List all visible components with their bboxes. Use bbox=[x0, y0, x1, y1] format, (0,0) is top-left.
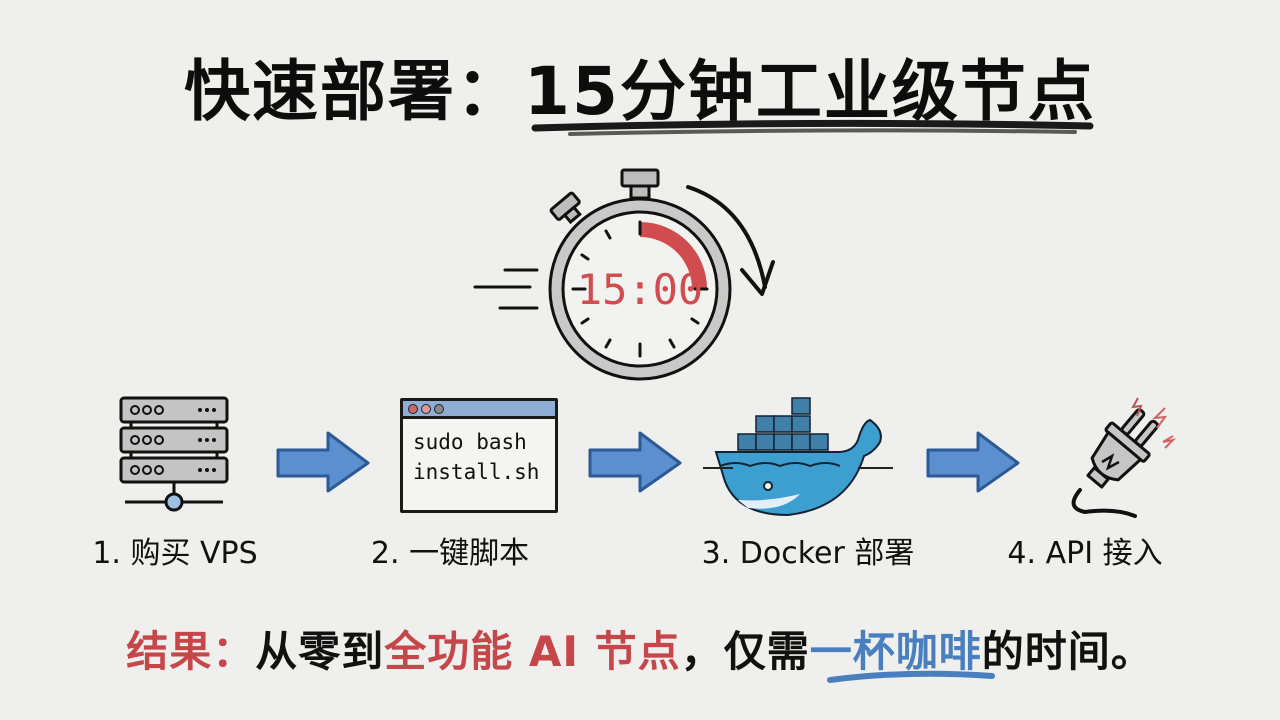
terminal-title-bar bbox=[403, 401, 555, 419]
maximize-dot-icon bbox=[434, 403, 444, 414]
minimize-dot-icon bbox=[421, 403, 431, 414]
docker-whale-icon bbox=[703, 397, 893, 517]
coffee-underline-stroke bbox=[827, 670, 995, 683]
title-underline-stroke bbox=[531, 119, 1094, 136]
result-statement: 结果：从零到全功能 AI 节点，仅需一杯咖啡的时间。 bbox=[0, 618, 1280, 679]
right-arrow-icon bbox=[276, 431, 370, 493]
page-title: 快速部署：15分钟工业级节点 bbox=[184, 53, 1096, 130]
stopwatch-display: 15:00 bbox=[577, 265, 703, 314]
server-rack-icon bbox=[119, 396, 229, 512]
result-highlight-blue: 一杯咖啡 bbox=[809, 627, 982, 676]
step-label: 3. Docker 部署 bbox=[701, 536, 915, 571]
close-dot-icon bbox=[408, 403, 418, 414]
step-api-access: 4. API 接入 bbox=[1005, 390, 1245, 580]
right-arrow-icon bbox=[926, 431, 1020, 493]
step-label: 4. API 接入 bbox=[1007, 536, 1163, 571]
step-docker-deploy: 3. Docker 部署 bbox=[688, 390, 928, 580]
step-label: 2. 一键脚本 bbox=[370, 536, 530, 571]
result-prefix: 结果： bbox=[126, 627, 256, 676]
power-plug-icon bbox=[1071, 397, 1177, 518]
step-label: 1. 购买 VPS bbox=[92, 536, 258, 571]
result-highlight-red: 全功能 AI 节点 bbox=[384, 627, 681, 676]
result-text-2: ，仅需 bbox=[680, 627, 810, 676]
step-buy-vps: 1. 购买 VPS bbox=[55, 390, 295, 580]
right-arrow-icon bbox=[588, 431, 682, 493]
result-suffix: 的时间。 bbox=[981, 627, 1154, 676]
result-text-1: 从零到 bbox=[255, 627, 385, 676]
stopwatch-icon: 15:00 bbox=[470, 162, 800, 382]
